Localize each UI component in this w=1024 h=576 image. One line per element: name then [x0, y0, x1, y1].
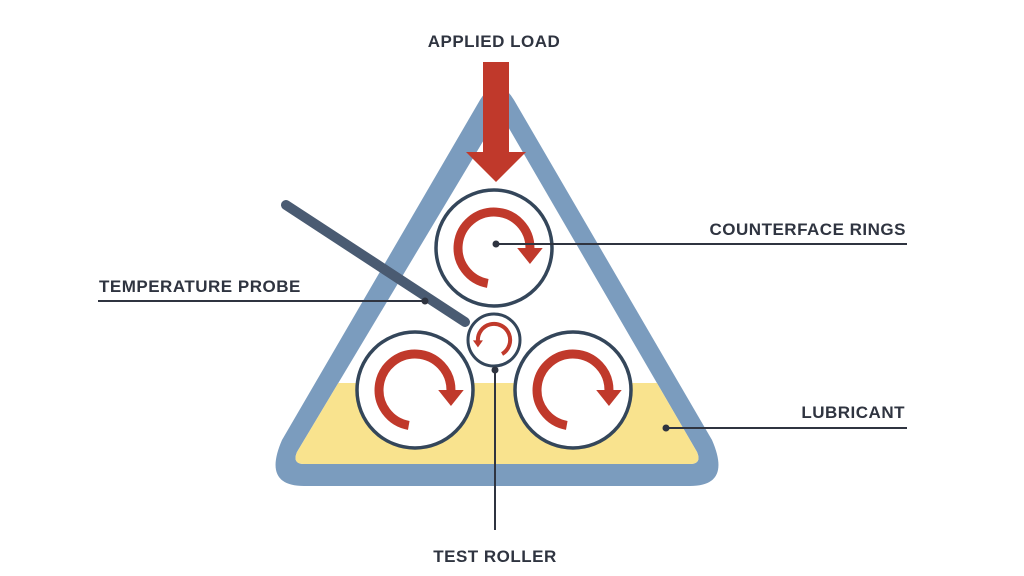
arrowhead-icon — [472, 340, 483, 348]
rollers — [355, 188, 633, 450]
label-test-roller: TEST ROLLER — [433, 547, 557, 566]
counterface-ring-left — [355, 330, 475, 450]
counterface-ring-left-outline — [355, 330, 475, 450]
arrow-head — [466, 152, 526, 182]
arrowhead-icon — [517, 248, 543, 265]
temperature-probe — [281, 200, 470, 327]
clockwise-arrow-icon — [453, 207, 535, 288]
arrowhead-icon — [438, 390, 464, 407]
counterface-ring-right-outline — [513, 330, 633, 450]
applied-load-arrow — [466, 62, 526, 182]
arrow-shaft — [483, 62, 509, 154]
label-temperature-probe: TEMPERATURE PROBE — [99, 277, 301, 296]
counterface-ring-right — [513, 330, 633, 450]
probe-leader-dot — [421, 297, 429, 305]
counterface-ring-top — [434, 188, 554, 308]
test-roller-outline — [466, 312, 522, 368]
lubricant-leader-dot — [662, 424, 670, 432]
clockwise-arrow-icon — [374, 349, 456, 430]
counterclockwise-arrow-icon — [475, 321, 513, 356]
counterface-leader-dot — [492, 240, 500, 248]
label-applied-load: APPLIED LOAD — [428, 32, 561, 51]
counterface-ring-top-outline — [434, 188, 554, 308]
test-roller-leader-dot — [491, 366, 499, 374]
clockwise-arrow-icon — [532, 349, 614, 430]
label-lubricant: LUBRICANT — [801, 403, 905, 422]
test-roller — [466, 312, 522, 368]
label-counterface-rings: COUNTERFACE RINGS — [710, 220, 906, 239]
arrowhead-icon — [596, 390, 622, 407]
leader-lines — [98, 240, 907, 530]
